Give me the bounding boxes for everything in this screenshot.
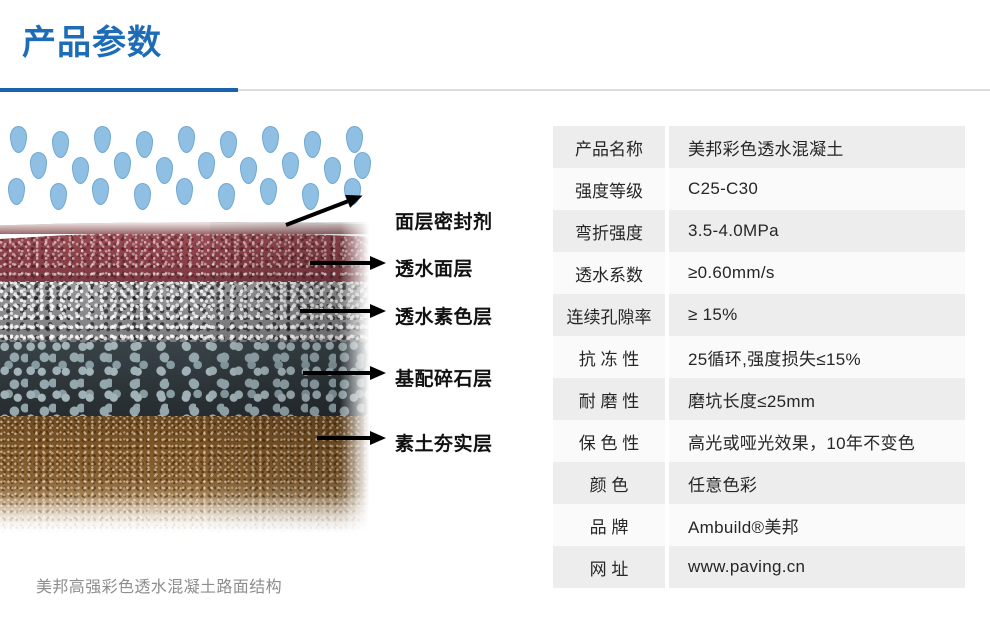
callout-label-sealer: 面层密封剂 bbox=[395, 212, 493, 233]
table-row: 网 址 www.paving.cn bbox=[553, 546, 965, 588]
product-spec-table: 产品名称 美邦彩色透水混凝土 强度等级 C25-C30 弯折强度 3.5-4.0… bbox=[553, 126, 965, 588]
raindrop-icon bbox=[198, 152, 215, 179]
spec-value: 磨坑长度≤25mm bbox=[669, 378, 965, 420]
raindrop-icon bbox=[92, 178, 109, 205]
table-row: 耐 磨 性 磨坑长度≤25mm bbox=[553, 378, 965, 420]
raindrop-icon bbox=[220, 131, 237, 158]
raindrop-icon bbox=[156, 157, 173, 184]
raindrop-icon bbox=[346, 126, 363, 153]
table-row: 保 色 性 高光或哑光效果，10年不变色 bbox=[553, 420, 965, 462]
callout-arrow-subgrade-soil bbox=[317, 431, 386, 445]
spec-value: 任意色彩 bbox=[669, 462, 965, 504]
raindrop-icon bbox=[114, 152, 131, 179]
callout-label-subgrade-soil: 素土夯实层 bbox=[395, 434, 493, 455]
raindrop-icon bbox=[262, 126, 279, 153]
raindrop-icon bbox=[94, 126, 111, 153]
layer-surface-sealer bbox=[0, 222, 372, 234]
callout-label-crushed-stone: 基配碎石层 bbox=[395, 369, 493, 390]
layer-crushed-stone bbox=[0, 340, 372, 416]
layer-permeable-top bbox=[0, 232, 372, 282]
raindrop-icon bbox=[134, 183, 151, 210]
spec-value: ≥0.60mm/s bbox=[669, 252, 965, 294]
spec-key: 抗 冻 性 bbox=[553, 336, 665, 378]
raindrop-icon bbox=[10, 126, 27, 153]
spec-key: 颜 色 bbox=[553, 462, 665, 504]
raindrop-icon bbox=[354, 152, 371, 179]
pavement-layer-stack bbox=[0, 222, 374, 544]
spec-value: 美邦彩色透水混凝土 bbox=[669, 126, 965, 168]
header-divider-blue bbox=[0, 88, 238, 92]
raindrop-icon bbox=[8, 178, 25, 205]
raindrop-icon bbox=[218, 183, 235, 210]
callout-label-permeable-top: 透水面层 bbox=[395, 259, 474, 280]
spec-value: 25循环,强度损失≤15% bbox=[669, 336, 965, 378]
table-row: 连续孔隙率 ≥ 15% bbox=[553, 294, 965, 336]
raindrop-icon bbox=[260, 178, 277, 205]
raindrop-icon bbox=[50, 183, 67, 210]
raindrop-icon bbox=[240, 157, 257, 184]
raindrop-icon bbox=[282, 152, 299, 179]
spec-key: 保 色 性 bbox=[553, 420, 665, 462]
raindrop-icon bbox=[324, 157, 341, 184]
callout-label-permeable-base: 透水素色层 bbox=[395, 307, 493, 328]
header-divider-gray bbox=[0, 89, 990, 91]
pavement-structure-diagram: 面层密封剂 透水面层 透水素色层 基配碎石层 素土夯实层 美邦高强彩色透水混凝土… bbox=[0, 118, 540, 608]
spec-key: 连续孔隙率 bbox=[553, 294, 665, 336]
raindrop-icon bbox=[52, 131, 69, 158]
spec-key: 品 牌 bbox=[553, 504, 665, 546]
spec-value: www.paving.cn bbox=[669, 546, 965, 588]
raindrop-icon bbox=[178, 126, 195, 153]
spec-value: 3.5-4.0MPa bbox=[669, 210, 965, 252]
spec-key: 弯折强度 bbox=[553, 210, 665, 252]
spec-key: 耐 磨 性 bbox=[553, 378, 665, 420]
raindrop-icon bbox=[304, 131, 321, 158]
table-row: 抗 冻 性 25循环,强度损失≤15% bbox=[553, 336, 965, 378]
table-row: 透水系数 ≥0.60mm/s bbox=[553, 252, 965, 294]
page-title: 产品参数 bbox=[22, 24, 162, 62]
raindrop-icon bbox=[72, 157, 89, 184]
table-row: 颜 色 任意色彩 bbox=[553, 462, 965, 504]
spec-key: 透水系数 bbox=[553, 252, 665, 294]
spec-value: C25-C30 bbox=[669, 168, 965, 210]
callout-arrow-crushed-stone bbox=[303, 366, 386, 380]
spec-key: 强度等级 bbox=[553, 168, 665, 210]
raindrop-icon bbox=[136, 131, 153, 158]
spec-key: 产品名称 bbox=[553, 126, 665, 168]
diagram-caption: 美邦高强彩色透水混凝土路面结构 bbox=[36, 579, 283, 596]
table-row: 弯折强度 3.5-4.0MPa bbox=[553, 210, 965, 252]
spec-value: 高光或哑光效果，10年不变色 bbox=[669, 420, 965, 462]
spec-key: 网 址 bbox=[553, 546, 665, 588]
callout-arrow-permeable-top bbox=[310, 256, 386, 270]
callout-arrow-permeable-base bbox=[300, 304, 386, 318]
spec-value: Ambuild®美邦 bbox=[669, 504, 965, 546]
spec-value: ≥ 15% bbox=[669, 294, 965, 336]
table-row: 品 牌 Ambuild®美邦 bbox=[553, 504, 965, 546]
raindrop-icon bbox=[30, 152, 47, 179]
raindrop-icon bbox=[176, 178, 193, 205]
table-row: 强度等级 C25-C30 bbox=[553, 168, 965, 210]
rainfall-illustration bbox=[0, 126, 371, 221]
table-row: 产品名称 美邦彩色透水混凝土 bbox=[553, 126, 965, 168]
